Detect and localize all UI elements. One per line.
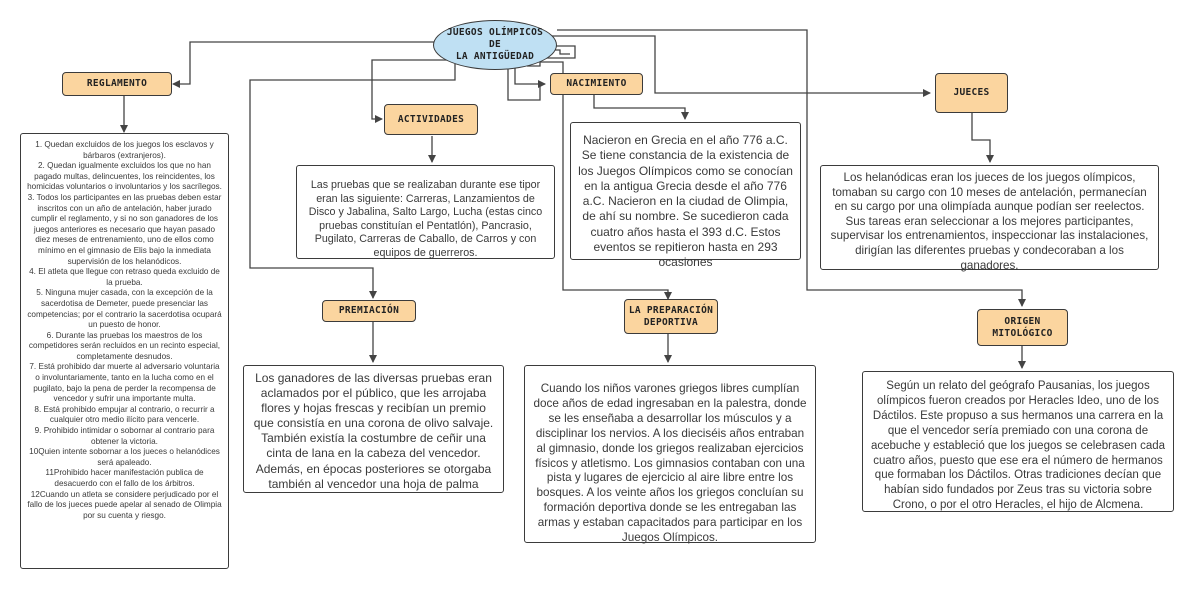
actividades-text: Las pruebas que se realizaban durante es… xyxy=(308,179,543,259)
central-topic: JUEGOS OLÍMPICOS DE LA ANTIGÜEDAD xyxy=(433,20,557,70)
jueces-label: JUECES xyxy=(935,73,1008,113)
actividades-box: Las pruebas que se realizaban durante es… xyxy=(296,165,555,259)
jueces-text: Los helanódicas eran los jueces de los j… xyxy=(830,171,1149,272)
premiacion-box: Los ganadores de las diversas pruebas er… xyxy=(243,365,504,493)
origen-label: ORIGEN MITOLÓGICO xyxy=(977,309,1068,346)
jueces-box: Los helanódicas eran los jueces de los j… xyxy=(820,165,1159,272)
rule-item: 11Prohibido hacer manifestación publica … xyxy=(45,468,204,488)
origen-box: Según un relato del geógrafo Pausanias, … xyxy=(862,371,1174,512)
preparacion-label: LA PREPARACIÓN DEPORTIVA xyxy=(624,299,718,334)
rule-item: 7. Está prohibido dar muerte al adversar… xyxy=(29,362,220,404)
premiacion-label: PREMIACIÓN xyxy=(322,300,416,322)
rule-item: 4. El atleta que llegue con retraso qued… xyxy=(29,267,220,287)
preparacion-box: Cuando los niños varones griegos libres … xyxy=(524,365,816,545)
rule-item: 10Quien intente sobornar a los jueces o … xyxy=(29,447,220,467)
rule-item: 8. Está prohibido empujar al contrario, … xyxy=(34,404,215,425)
nacimiento-box: Nacieron en Grecia en el año 776 a.C. Se… xyxy=(570,122,801,269)
nacimiento-label: NACIMIENTO xyxy=(550,73,643,95)
rule-item: 5. Ninguna mujer casada, con la excepció… xyxy=(27,288,222,330)
rule-item: 6. Durante las pruebas los maestros de l… xyxy=(28,330,221,361)
rule-item: 3. Todos los participantes en las prueba… xyxy=(27,192,222,266)
nacimiento-text: Nacieron en Grecia en el año 776 a.C. Se… xyxy=(578,133,793,270)
rule-item: 1. Quedan excluidos de los juegos los es… xyxy=(35,140,214,160)
premiacion-text: Los ganadores de las diversas pruebas er… xyxy=(253,371,494,491)
reglamento-box: 1. Quedan excluidos de los juegos los es… xyxy=(20,133,229,569)
origen-text: Según un relato del geógrafo Pausanias, … xyxy=(870,380,1166,512)
rule-item: 2. Quedan igualmente excluidos los que n… xyxy=(27,161,222,192)
rule-item: 9. Prohibido intimidar o sobornar al con… xyxy=(34,426,215,446)
rule-item: 12Cuando un atleta se considere perjudic… xyxy=(27,489,222,520)
preparacion-text: Cuando los niños varones griegos libres … xyxy=(533,382,807,545)
reglamento-label: REGLAMENTO xyxy=(62,72,172,96)
actividades-label: ACTIVIDADES xyxy=(384,104,478,135)
